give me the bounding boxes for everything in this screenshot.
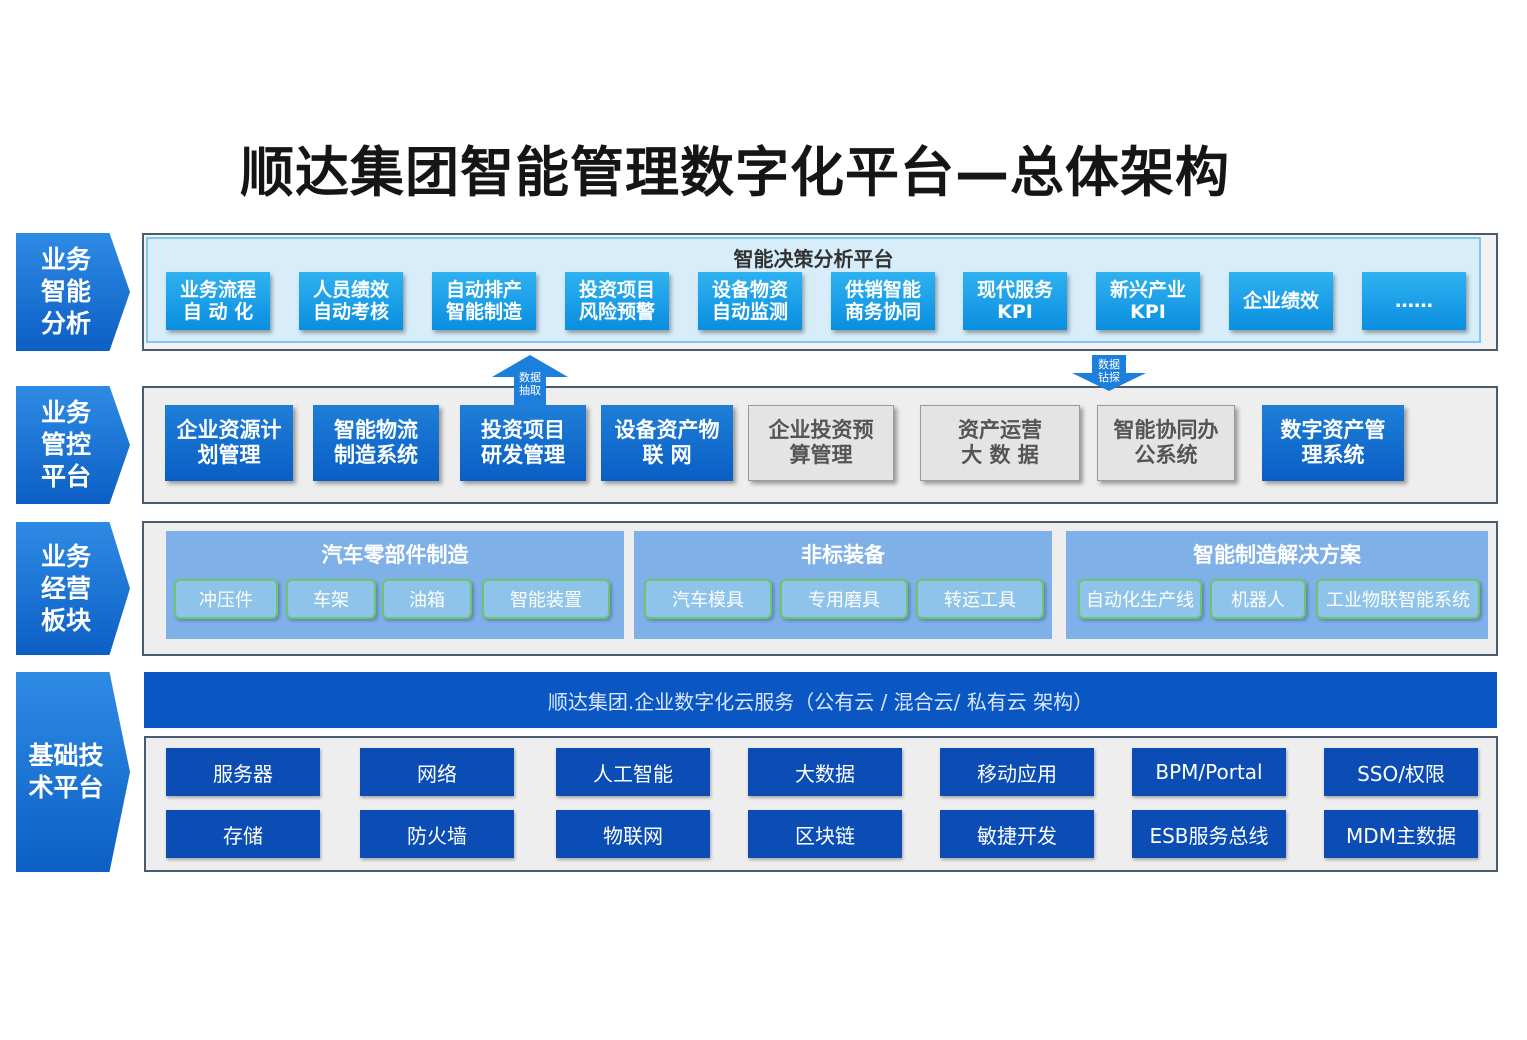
analysis-item: 企业绩效 bbox=[1229, 272, 1333, 330]
tech-component: SSO/权限 bbox=[1324, 748, 1478, 796]
business-item: 智能装置 bbox=[482, 579, 610, 619]
row-label-business-text: 业务 经营 板块 bbox=[40, 541, 91, 635]
analysis-item: …… bbox=[1362, 272, 1466, 330]
row-label-business: 业务 经营 板块 bbox=[16, 522, 130, 655]
control-system-box: 企业投资预 算管理 bbox=[748, 405, 894, 481]
tech-component: 防火墙 bbox=[360, 810, 514, 858]
tech-component: 人工智能 bbox=[556, 748, 710, 796]
decision-platform-title: 智能决策分析平台 bbox=[733, 247, 894, 271]
row-label-tech: 基础技 术平台 bbox=[16, 672, 130, 872]
business-item: 机器人 bbox=[1210, 579, 1306, 619]
data-drill-arrow bbox=[1072, 355, 1146, 391]
business-item: 油箱 bbox=[382, 579, 472, 619]
analysis-item: 业务流程 自 动 化 bbox=[166, 272, 270, 330]
business-segment: 智能制造解决方案自动化生产线机器人工业物联智能系统 bbox=[1066, 531, 1488, 639]
tech-component: 敏捷开发 bbox=[940, 810, 1094, 858]
business-segment-title: 智能制造解决方案 bbox=[1193, 543, 1361, 567]
row-label-control-text: 业务 管控 平台 bbox=[40, 398, 91, 491]
business-item: 冲压件 bbox=[174, 579, 278, 619]
tech-component: MDM主数据 bbox=[1324, 810, 1478, 858]
control-system-box: 企业资源计 划管理 bbox=[165, 405, 293, 481]
tech-component: 网络 bbox=[360, 748, 514, 796]
business-item: 工业物联智能系统 bbox=[1316, 579, 1480, 619]
data-drill-label: 数据 钻探 bbox=[1098, 358, 1120, 384]
row-label-tech-text: 基础技 术平台 bbox=[28, 741, 104, 802]
data-extract-arrow bbox=[492, 355, 568, 405]
control-system-box: 数字资产管 理系统 bbox=[1262, 405, 1404, 481]
page-title: 顺达集团智能管理数字化平台—总体架构 bbox=[240, 141, 1230, 204]
row-label-analysis: 业务 智能 分析 bbox=[16, 233, 130, 351]
analysis-item: 自动排产 智能制造 bbox=[432, 272, 536, 330]
control-system-box: 设备资产物 联 网 bbox=[601, 405, 733, 481]
control-system-box: 投资项目 研发管理 bbox=[460, 405, 586, 481]
control-system-box: 智能协同办 公系统 bbox=[1097, 405, 1235, 481]
business-item: 汽车模具 bbox=[644, 579, 772, 619]
row-label-analysis-text: 业务 智能 分析 bbox=[40, 245, 91, 338]
data-extract-label: 数据 抽取 bbox=[519, 371, 541, 397]
tech-component: 存储 bbox=[166, 810, 320, 858]
analysis-item: 人员绩效 自动考核 bbox=[299, 272, 403, 330]
tech-component: 移动应用 bbox=[940, 748, 1094, 796]
tech-component: 服务器 bbox=[166, 748, 320, 796]
tech-component: ESB服务总线 bbox=[1132, 810, 1286, 858]
cloud-service-bar: 顺达集团.企业数字化云服务（公有云 / 混合云/ 私有云 架构） bbox=[144, 672, 1497, 728]
analysis-item: 现代服务 KPI bbox=[963, 272, 1067, 330]
tech-component: 区块链 bbox=[748, 810, 902, 858]
business-item: 专用磨具 bbox=[780, 579, 908, 619]
analysis-item: 新兴产业 KPI bbox=[1096, 272, 1200, 330]
business-item: 车架 bbox=[286, 579, 376, 619]
business-segment: 汽车零部件制造冲压件车架油箱智能装置 bbox=[166, 531, 624, 639]
business-item: 自动化生产线 bbox=[1078, 579, 1202, 619]
business-segment: 非标装备汽车模具专用磨具转运工具 bbox=[634, 531, 1052, 639]
control-system-box: 资产运营 大 数 据 bbox=[920, 405, 1080, 481]
business-segment-title: 非标装备 bbox=[801, 543, 885, 567]
analysis-item: 供销智能 商务协同 bbox=[831, 272, 935, 330]
business-item: 转运工具 bbox=[916, 579, 1044, 619]
analysis-item: 投资项目 风险预警 bbox=[565, 272, 669, 330]
business-segment-title: 汽车零部件制造 bbox=[321, 543, 469, 567]
tech-component: BPM/Portal bbox=[1132, 748, 1286, 796]
tech-component: 大数据 bbox=[748, 748, 902, 796]
analysis-item: 设备物资 自动监测 bbox=[698, 272, 802, 330]
tech-component: 物联网 bbox=[556, 810, 710, 858]
control-system-box: 智能物流 制造系统 bbox=[313, 405, 439, 481]
row-label-control: 业务 管控 平台 bbox=[16, 386, 130, 504]
